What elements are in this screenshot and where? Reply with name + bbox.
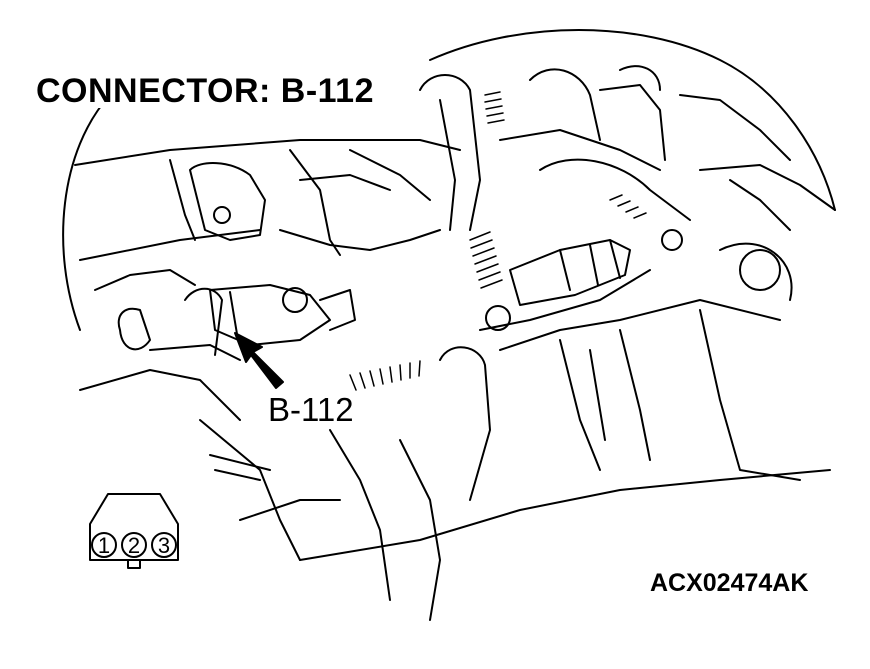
upper-hoses [419,65,836,301]
pin-circle-1 [91,532,117,558]
connector-outline [89,493,179,561]
pin-circle-3 [151,532,177,558]
view-frame-arc [62,29,836,331]
pin-label-3: 3 [158,533,170,558]
engine-block [74,139,461,361]
figure-code: ACX02474AK [650,569,809,597]
pin-circle-2 [121,532,147,558]
pin-label-1: 1 [98,533,110,558]
diagram-title: CONNECTOR: B-112 [36,74,378,108]
hose-hatching [349,91,647,391]
b112-connector-body [184,284,356,356]
callout-arrow [234,332,284,389]
pin-label-2: 2 [128,533,140,558]
lower-structure [79,299,831,621]
connector-latch [127,559,141,569]
upper-connector-assembly [479,239,651,331]
connector-pin-diagram: 1 2 3 [89,493,179,569]
connector-callout-label: B-112 [266,391,356,428]
